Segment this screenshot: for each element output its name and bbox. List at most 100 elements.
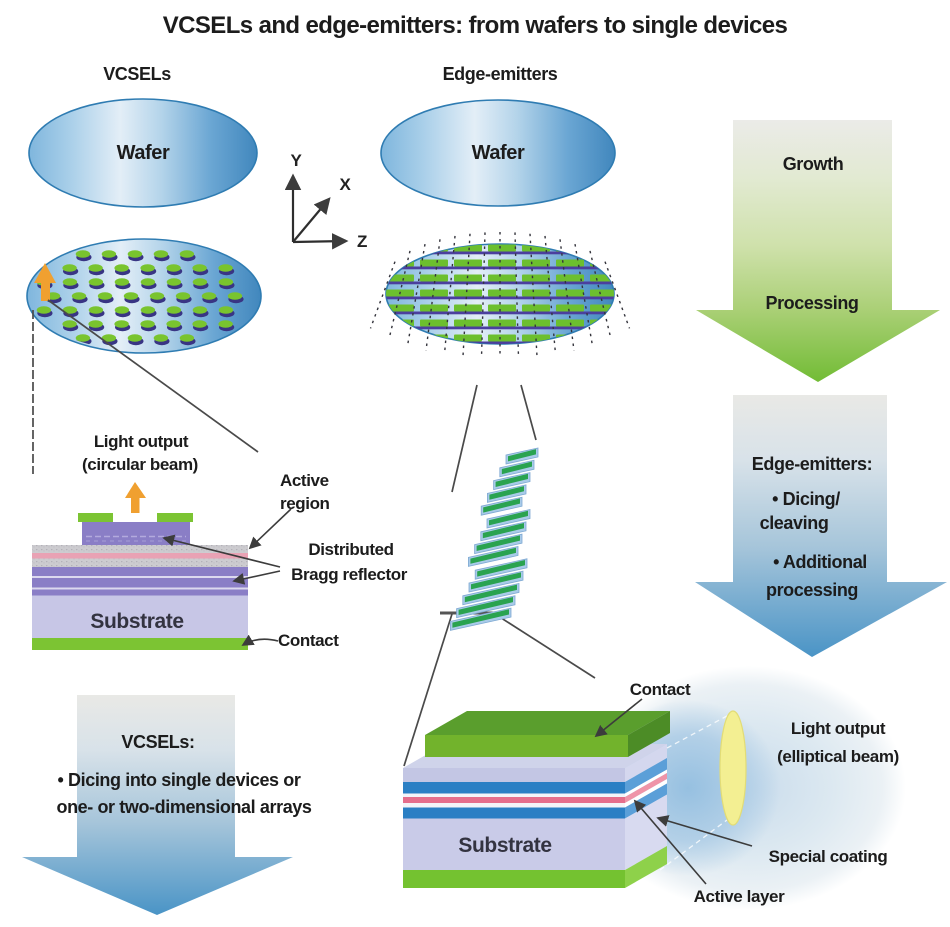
edge-front-layers — [403, 768, 625, 888]
vcsel-dot — [166, 306, 182, 314]
vcsel-dot — [71, 292, 87, 300]
cleaved-bar-active-stripe — [501, 461, 532, 475]
edge-steps-line4: processing — [766, 580, 858, 600]
edge-contact-label: Contact — [630, 680, 691, 699]
edge-stripe-bar — [590, 304, 614, 312]
vcsel-contact-label: Contact — [278, 631, 339, 650]
vcsel-dot — [114, 264, 129, 272]
edge-stripe-bar — [556, 289, 584, 297]
vcsel-steps-line2: one- or two-dimensional arrays — [56, 797, 311, 817]
edge-stripe-bar — [556, 274, 584, 282]
vcsel-dot — [179, 334, 195, 342]
edge-contact-slab — [425, 711, 670, 757]
edge-blue-layer-top — [403, 782, 625, 794]
vcsel-steps-arrow: VCSELs: • Dicing into single devices or … — [22, 695, 312, 915]
edge-facet-layers — [625, 744, 667, 888]
vcsel-device: Substrate — [32, 482, 248, 650]
vcsel-top-contact-left — [78, 513, 113, 522]
edge-stripe-bar — [556, 259, 584, 267]
edge-stripe-bar — [420, 274, 448, 282]
cleaved-bar-active-stripe — [476, 535, 520, 551]
vcsel-column-header: VCSELs — [103, 64, 171, 84]
vcsel-wafer-label: Wafer — [117, 142, 170, 164]
edge-active-layer-label: Active layer — [694, 887, 785, 906]
cleaved-bar-active-stripe — [482, 523, 524, 539]
edge-stripe-bar — [522, 289, 550, 297]
axis-y-label: Y — [291, 151, 303, 170]
elliptical-beam-icon — [719, 710, 747, 826]
vcsel-mesa — [82, 522, 190, 545]
edge-scribe-row — [386, 341, 614, 344]
edge-light-output-label-1: Light output — [791, 719, 886, 738]
edge-stripe-bar — [488, 304, 516, 312]
vcsel-dot — [62, 278, 78, 286]
beam-edge-top — [666, 715, 728, 749]
vcsel-top-contact-right — [157, 513, 193, 522]
vcsel-dot — [218, 264, 233, 272]
edge-stripe-bar — [454, 319, 482, 327]
edge-stripe-bar — [488, 259, 516, 267]
scribe-dash-line — [388, 250, 411, 340]
magnify-arrow-icon — [34, 263, 56, 301]
scribe-dash-line — [443, 235, 456, 355]
edge-stripe-bar — [522, 274, 550, 282]
vcsel-dot — [218, 320, 233, 328]
edge-stripe-bar — [556, 304, 584, 312]
vcsel-dot — [140, 306, 156, 314]
cleaved-bar-active-stripe — [452, 609, 509, 628]
vcsel-dot — [36, 306, 52, 314]
vcsel-dot — [166, 264, 181, 272]
vcsel-dot — [127, 334, 143, 342]
vcsel-dot — [62, 306, 78, 314]
edge-emitter-steps-arrow: Edge-emitters: • Dicing/ cleaving • Addi… — [695, 395, 947, 657]
vcsel-dot-array — [36, 250, 244, 346]
vcsel-dot — [101, 334, 117, 342]
processing-label: Processing — [765, 293, 858, 313]
cleaved-bar-active-stripe — [508, 449, 536, 462]
vcsel-spacer-layer-top — [32, 545, 248, 553]
scribe-dash-line — [574, 243, 594, 347]
edge-stripe-bar — [522, 319, 550, 327]
edge-scribe-row — [386, 326, 614, 330]
edge-device: Substrate — [403, 666, 906, 910]
edge-stripe-bar — [556, 244, 584, 252]
vcsel-dot — [114, 278, 130, 286]
edge-stripe-bar — [522, 304, 550, 312]
edge-substrate-label: Substrate — [458, 834, 551, 857]
edge-stripe-bar — [488, 244, 516, 252]
growth-processing-arrow: Growth Processing — [696, 120, 940, 382]
edge-stripe-bar — [386, 304, 414, 312]
edge-scribe-row — [386, 311, 614, 315]
edge-stripe-bar — [420, 304, 448, 312]
edge-stripe-bar — [488, 334, 516, 342]
vcsel-dot — [127, 250, 143, 258]
vcsel-dot — [97, 292, 113, 300]
edge-scribe-row — [386, 296, 614, 300]
axis-triad — [284, 173, 349, 250]
vcsel-processed-wafer — [26, 238, 262, 354]
vcsel-dot — [175, 292, 191, 300]
cleaved-bar-active-stripe — [477, 560, 525, 577]
vcsel-dot — [218, 306, 234, 314]
vcsel-dot — [201, 292, 217, 300]
edge-stripe-bar — [454, 304, 482, 312]
cleaved-bar-active-stripe — [464, 584, 517, 603]
vcsel-substrate-label: Substrate — [90, 610, 183, 633]
vcsel-steps-line1: • Dicing into single devices or — [58, 770, 301, 790]
edge-steps-line3: • Additional — [773, 552, 867, 572]
vcsel-substrate-layer — [32, 595, 248, 638]
edge-pointer-arrows — [594, 698, 753, 885]
vcsel-dot — [114, 306, 130, 314]
edge-stripe-bar — [488, 274, 516, 282]
edge-active-layer-stripe — [403, 797, 625, 803]
scribe-dash-line — [589, 250, 612, 340]
vcsel-dot — [140, 264, 155, 272]
edge-stripe-bar — [420, 259, 448, 267]
edge-stripe-bar — [420, 319, 448, 327]
vcsel-dot — [192, 264, 207, 272]
edge-blue-layer-bottom — [403, 807, 625, 819]
vcsel-spacer-layer-bottom — [32, 558, 248, 567]
vcsel-dot — [75, 250, 91, 258]
edge-bottom-contact — [403, 870, 625, 888]
